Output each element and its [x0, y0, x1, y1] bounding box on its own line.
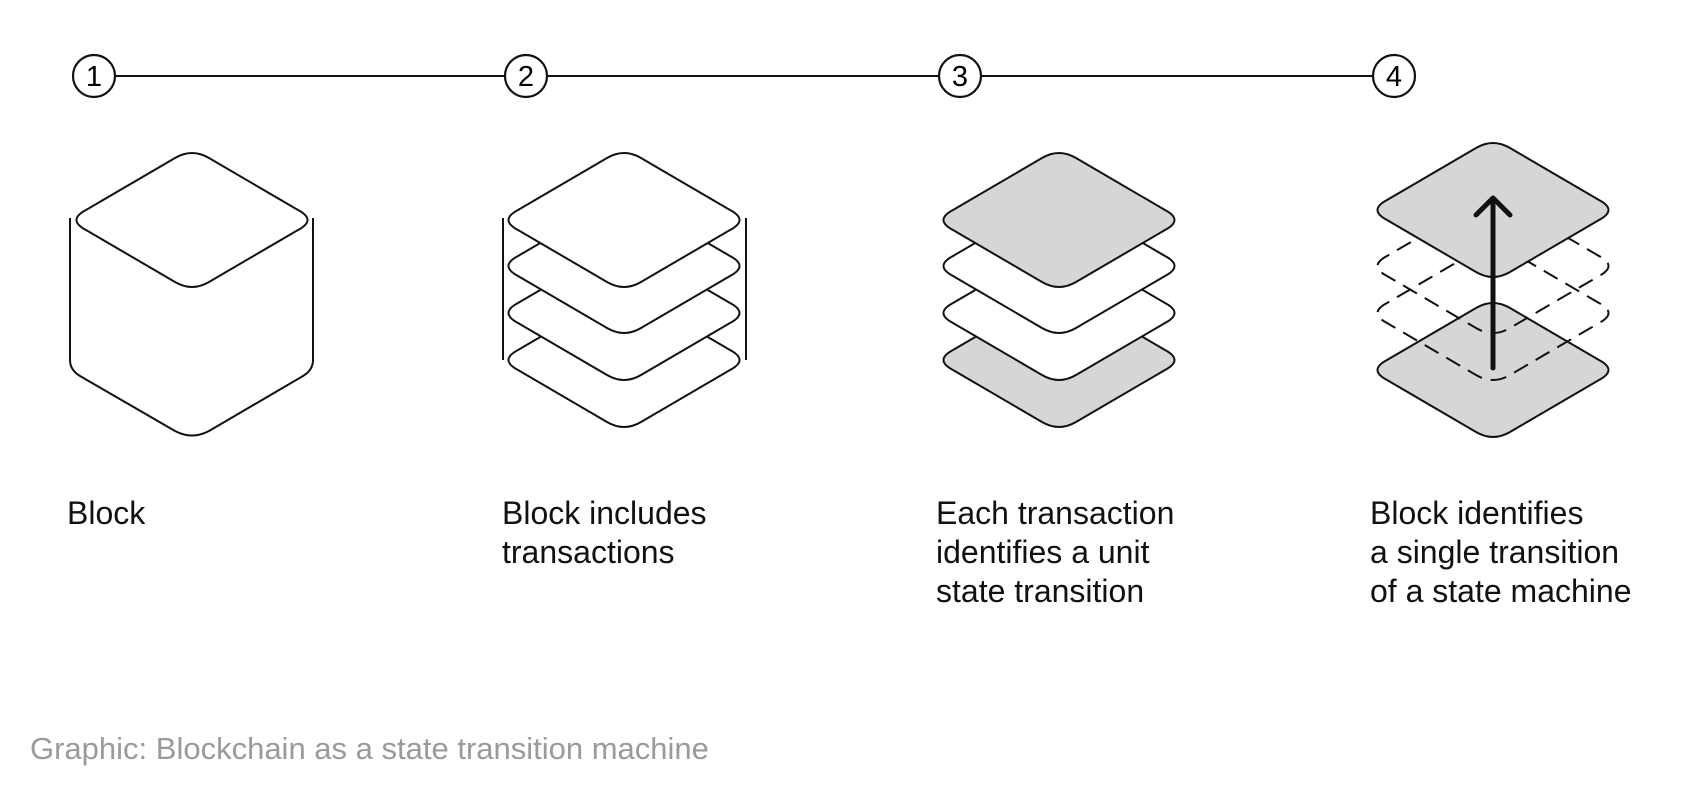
- block-body: [69, 218, 314, 437]
- step-timeline: 1 2 3 4: [71, 53, 1417, 99]
- step-2-label: Block includes transactions: [502, 495, 707, 570]
- step-number: 2: [518, 61, 534, 93]
- figure-caption: Graphic: Blockchain as a state transitio…: [30, 731, 709, 766]
- step-marker-1: 1: [71, 53, 117, 99]
- step-number: 4: [1386, 61, 1402, 93]
- state-machine-transition-illustration: [1376, 142, 1610, 438]
- step-marker-3: 3: [937, 53, 983, 99]
- step-number: 3: [952, 61, 968, 93]
- block-with-transactions-illustration: [502, 152, 747, 428]
- step-1-label: Block: [67, 495, 146, 531]
- step-3-label: Each transaction identifies a unit state…: [936, 495, 1175, 609]
- step-4-label: Block identifies a single transition of …: [1370, 495, 1632, 609]
- transition-arrow-icon: [1473, 195, 1513, 371]
- step-marker-2: 2: [503, 53, 549, 99]
- step-marker-4: 4: [1371, 53, 1417, 99]
- step-number: 1: [86, 61, 102, 93]
- block-cube-illustration: [69, 152, 314, 437]
- unit-transitions-illustration: [942, 152, 1176, 428]
